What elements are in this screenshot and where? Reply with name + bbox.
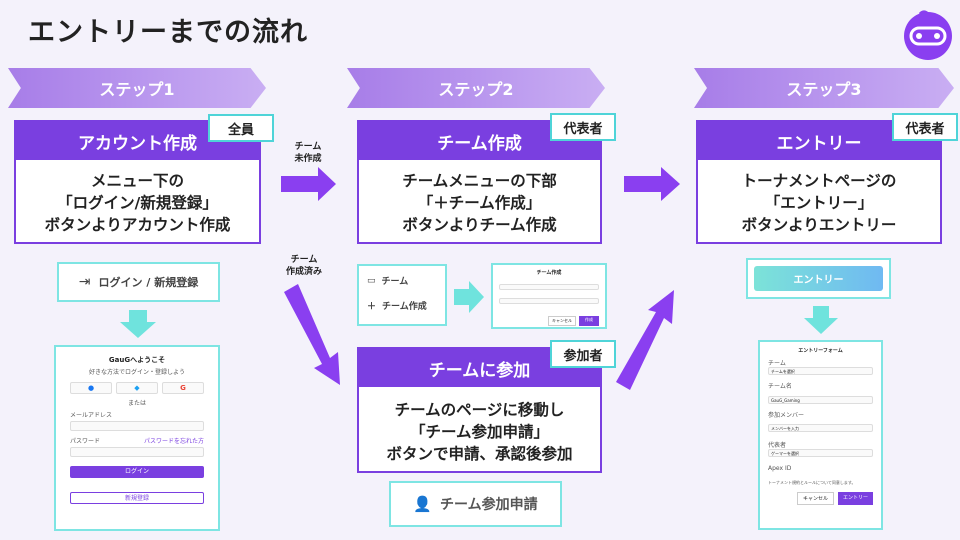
card-text-line: ボタンよりエントリー [741, 216, 897, 234]
team-modal-title: チーム作成 [536, 270, 562, 276]
card-text-line: ボタンで申請、承認後参加 [386, 445, 573, 463]
arrow-down-icon [120, 310, 156, 338]
signup-button[interactable]: 新規登録 [70, 492, 204, 504]
team-label: チーム [768, 360, 786, 367]
game-id-label: Apex ID [768, 465, 792, 472]
team-create-modal-screenshot: チーム作成 キャンセル 作成 [491, 263, 607, 329]
login-modal-subtitle: 好きな方法でログイン・登録しよう [88, 369, 185, 376]
step-1-banner: ステップ1 [8, 68, 266, 108]
card-text-line: 「ログイン/新規登録」 [57, 194, 218, 212]
forgot-password-link[interactable]: パスワードを忘れた方 [143, 438, 204, 445]
google-login-button[interactable]: G [162, 382, 204, 394]
card-text-line: チームメニューの下部 [402, 172, 557, 190]
join-button-label: チーム参加申請 [440, 497, 538, 513]
arrow-diagonal-icon [284, 284, 340, 385]
folder-icon: ▭ [367, 275, 376, 286]
team-description-field[interactable] [499, 298, 599, 304]
login-modal-screenshot: GauGへようこそ 好きな方法でログイン・登録しよう ● ◆ G または メール… [54, 345, 220, 531]
members-field[interactable]: メンバーを入力 [768, 424, 873, 432]
login-submit-button[interactable]: ログイン [70, 466, 204, 478]
add-person-icon: 👤 [413, 495, 433, 513]
team-create-submit-button[interactable]: 作成 [579, 316, 599, 326]
plus-icon: ＋ [367, 302, 377, 312]
page-title: エントリーまでの流れ [28, 17, 308, 48]
arrow-label-no-team: チーム 未作成 [294, 142, 322, 164]
or-divider: または [127, 400, 146, 407]
representative-label: 代表者 [768, 442, 787, 449]
card-text-line: ボタンよりチーム作成 [402, 216, 557, 234]
entry-button[interactable]: エントリー [754, 266, 883, 291]
card-text-line: 「エントリー」 [764, 194, 874, 212]
login-modal-title: GauGへようこそ [108, 356, 166, 364]
arrow-right-icon [281, 167, 336, 201]
google-icon: G [180, 384, 186, 392]
team-join-request-button[interactable]: 👤 チーム参加申請 [389, 481, 562, 527]
entry-submit-button[interactable]: エントリー [837, 492, 873, 505]
card-text-line: 「＋チーム作成」 [417, 194, 542, 212]
team-create-menu-item[interactable]: ＋チーム作成 [367, 299, 437, 312]
card-text-line: メニュー下の [90, 172, 184, 190]
entry-cancel-button[interactable]: キャンセル [796, 492, 834, 505]
team-cancel-button[interactable]: キャンセル [548, 316, 576, 326]
gamepad-logo-icon [904, 10, 952, 60]
login-button-label: ログイン / 新規登録 [98, 276, 199, 289]
card-text-line: トーナメントページの [741, 172, 897, 190]
email-label: メールアドレス [70, 412, 113, 419]
arrow-right-icon [624, 167, 680, 201]
password-label: パスワード [70, 438, 101, 445]
role-tag-representative: 代表者 [892, 113, 958, 141]
twitter-login-button[interactable]: ◆ [116, 382, 158, 394]
team-name-field[interactable]: GauG_Gaming [768, 396, 873, 404]
representative-select[interactable]: ゲーマーを選択 [768, 449, 873, 457]
password-field[interactable] [70, 447, 204, 457]
entry-card: エントリー トーナメントページの 「エントリー」 ボタンよりエントリー [696, 120, 942, 244]
card-text-line: 「チーム参加申請」 [409, 423, 550, 441]
team-join-card: チームに参加 チームのページに移動し 「チーム参加申請」 ボタンで申請、承認後参… [357, 347, 602, 473]
team-name-field[interactable] [499, 284, 599, 290]
arrow-diagonal-icon [616, 290, 674, 390]
twitter-icon: ◆ [134, 384, 140, 392]
team-menu-item[interactable]: ▭チーム [367, 275, 409, 288]
arrow-label-has-team: チーム 作成済み [285, 255, 322, 277]
card-title: エントリー [698, 122, 940, 160]
team-menu-screenshot: ▭チーム ＋チーム作成 [357, 264, 447, 326]
entry-form-screenshot: エントリーフォーム チーム チームを選択 チーム名 GauG_Gaming 参加… [758, 340, 883, 530]
card-text-line: チームのページに移動し [394, 401, 565, 419]
login-icon: ⇥ [78, 274, 91, 290]
role-tag-all: 全員 [208, 114, 274, 142]
role-tag-participant: 参加者 [550, 340, 616, 368]
entry-button-screenshot: エントリー [746, 258, 891, 299]
entry-form-title: エントリーフォーム [798, 348, 843, 354]
card-text-line: ボタンよりアカウント作成 [44, 216, 231, 234]
facebook-login-button[interactable]: ● [70, 382, 112, 394]
role-tag-representative: 代表者 [550, 113, 616, 141]
members-label: 参加メンバー [768, 412, 805, 419]
email-field[interactable] [70, 421, 204, 431]
agree-checkbox[interactable]: トーナメント規約とルールについて同意します。 [768, 480, 856, 485]
arrow-down-icon [804, 306, 838, 334]
facebook-icon: ● [87, 384, 95, 392]
arrow-right-icon [454, 281, 484, 313]
login-register-button[interactable]: ⇥ ログイン / 新規登録 [57, 262, 220, 302]
step-3-banner: ステップ3 [694, 68, 954, 108]
team-select[interactable]: チームを選択 [768, 367, 873, 375]
team-name-label: チーム名 [768, 383, 792, 390]
step-2-banner: ステップ2 [347, 68, 605, 108]
